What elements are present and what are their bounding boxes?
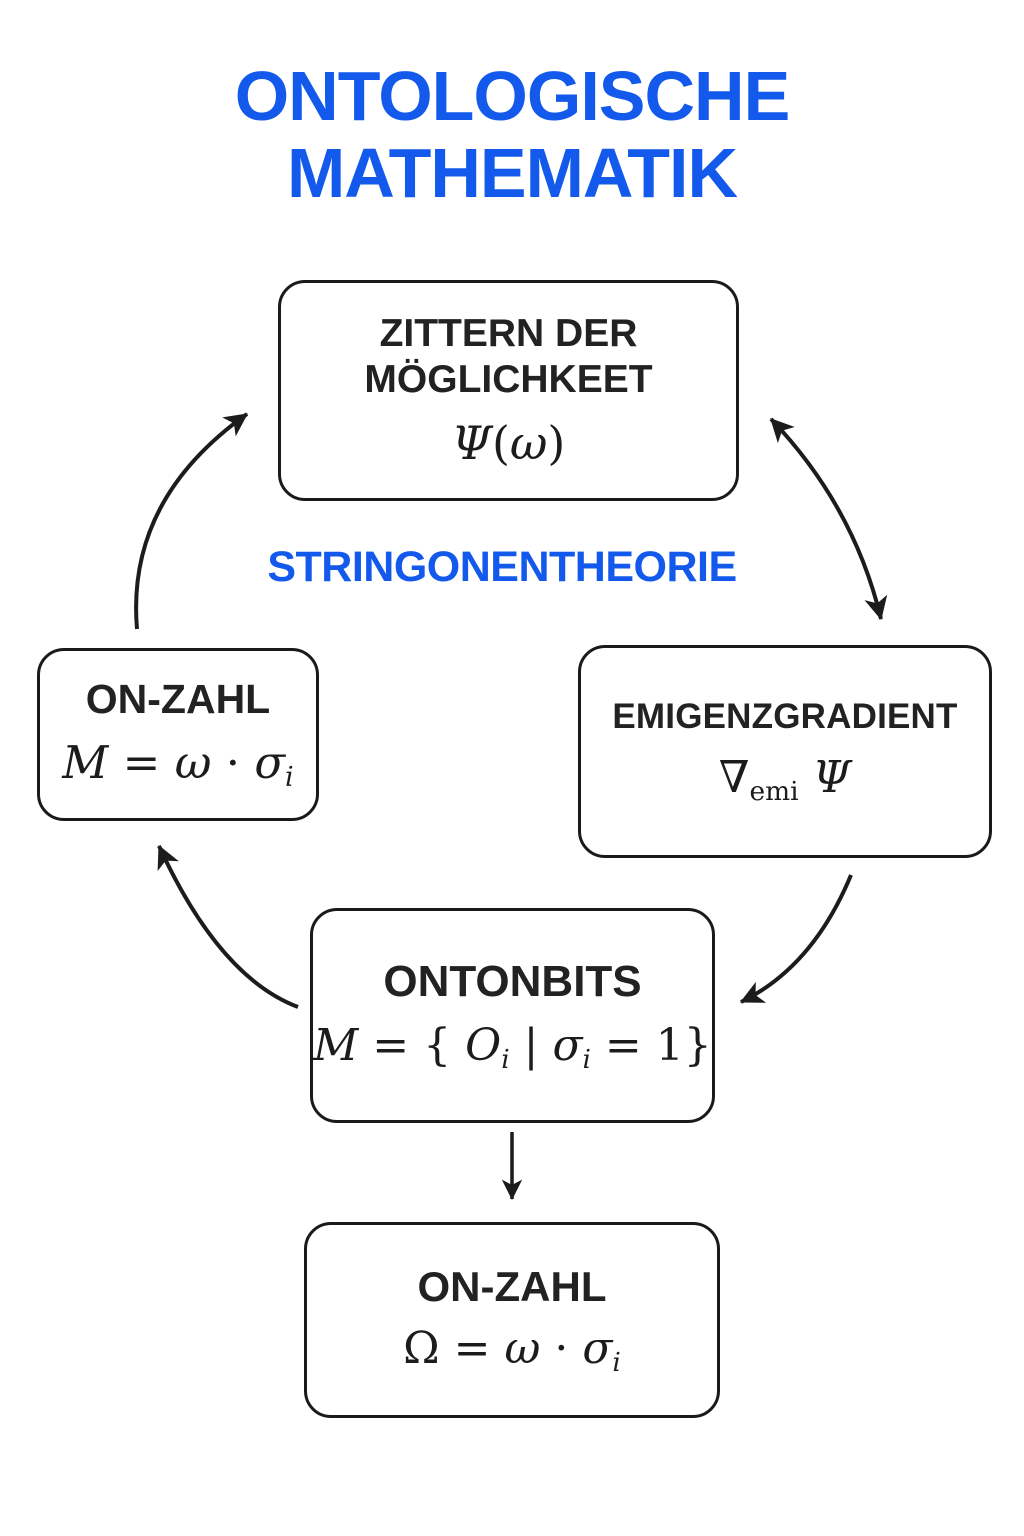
node-title-line1: ZITTERN DER xyxy=(379,311,638,355)
node-title: ON-ZAHL xyxy=(86,676,270,724)
node-formula: M = ω · σi xyxy=(62,735,294,794)
node-formula: Ω = ω · σi xyxy=(403,1323,621,1379)
node-title-line1: ON-ZAHL xyxy=(417,1262,607,1310)
arrow-zittern-emigenz-bidirectional xyxy=(769,417,888,621)
node-emigenzgradient: EMIGENZGRADIENT ∇emi Ψ xyxy=(578,645,992,858)
page-title: ONTOLOGISCHE MATHEMATIK xyxy=(0,58,1024,212)
node-on-zahl-bottom: ON-ZAHL Ω = ω · σi xyxy=(304,1222,720,1418)
node-title-line1: ON-ZAHL xyxy=(85,675,271,722)
node-title-line2: MÖGLICHKEET xyxy=(364,357,653,401)
arrow-emigenz-to-ontonbits xyxy=(739,874,853,1004)
node-title: ZITTERN DER MÖGLICHKEET xyxy=(364,311,652,402)
node-title-line1: EMIGENZGRADIENT xyxy=(612,696,958,736)
node-title: ON-ZAHL xyxy=(418,1262,607,1311)
page-title-line2: MATHEMATIK xyxy=(286,134,738,212)
node-title: ONTONBITS xyxy=(383,956,641,1007)
page-title-line1: ONTOLOGISCHE xyxy=(234,57,791,135)
node-title-line1: ONTONBITS xyxy=(383,957,642,1007)
node-ontonbits: ONTONBITS M = { Oi | σi = 1} xyxy=(310,908,715,1123)
node-title: EMIGENZGRADIENT xyxy=(612,697,957,738)
arrow-onzahl-to-zittern xyxy=(134,412,249,630)
node-on-zahl-left: ON-ZAHL M = ω · σi xyxy=(37,648,319,821)
center-label-stringonentheorie: STRINGONENTHEORIE xyxy=(267,543,737,591)
node-formula: M = { Oi | σi = 1} xyxy=(313,1019,712,1075)
node-zittern-der-moeglichkeet: ZITTERN DER MÖGLICHKEET Ψ(ω) xyxy=(278,280,739,501)
node-formula: Ψ(ω) xyxy=(451,416,566,471)
node-formula: ∇emi Ψ xyxy=(718,751,852,807)
arrow-ontonbits-to-onzahl xyxy=(157,844,299,1009)
